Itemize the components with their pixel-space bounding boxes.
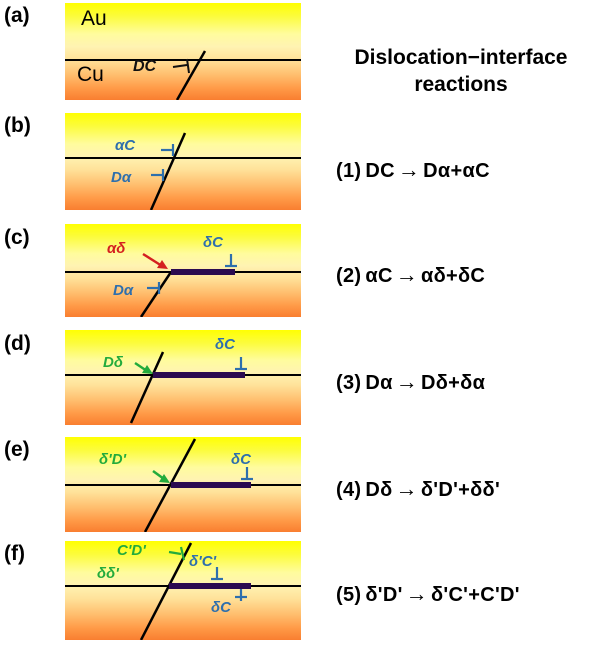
label-delta-c: δC: [231, 451, 251, 468]
dislocation-tick-icon: [235, 589, 247, 601]
dislocation-line: [139, 542, 193, 640]
dislocation-tick-icon: [151, 169, 165, 181]
reaction-number: (4): [336, 479, 362, 501]
label-d-alpha: Dα: [113, 282, 134, 299]
panel-letter-b: (b): [4, 114, 31, 137]
panel-c: αδ δC Dα: [65, 224, 301, 317]
panel-letter-f: (f): [4, 542, 25, 565]
reaction-lhs: αC: [365, 265, 393, 287]
dislocation-tick-icon: [161, 144, 175, 156]
panel-e: δ'D' δC: [65, 437, 301, 532]
dislocation-tick-icon: [235, 357, 247, 371]
reaction-lhs: DC: [365, 160, 395, 182]
figure-title-line1: Dislocation−interface: [354, 46, 568, 69]
panel-letter-c: (c): [4, 226, 30, 249]
reaction-number: (1): [336, 160, 362, 182]
reaction-rhs: δ'C'+C'D': [430, 584, 520, 606]
label-alpha-delta: αδ: [107, 240, 126, 257]
reaction-5: (5)δ'D'→δ'C'+C'D': [336, 581, 520, 607]
reaction-number: (2): [336, 265, 362, 287]
reaction-arrow: →: [405, 581, 428, 606]
label-delta-c: δC: [215, 336, 235, 353]
panel-e-drawing: [65, 438, 301, 532]
reaction-4: (4)Dδ→δ'D'+δδ': [336, 476, 500, 502]
label-delta-c: δC: [203, 234, 223, 251]
label-delta-prime-d-prime: δ'D': [99, 451, 127, 468]
reaction-number: (3): [336, 372, 362, 394]
dislocation-tick-icon: [211, 567, 223, 581]
panel-d-drawing: [65, 351, 301, 424]
dislocation-tick-icon: [147, 282, 161, 294]
panel-d: Dδ δC: [65, 330, 301, 425]
dislocation-line: [175, 50, 207, 100]
reaction-arrow-icon: [134, 361, 153, 374]
reaction-lhs: Dδ: [365, 479, 393, 501]
reaction-number: (5): [336, 584, 362, 606]
panel-b-drawing: [65, 132, 301, 210]
label-d-alpha: Dα: [111, 169, 132, 186]
dislocation-tick-icon: [168, 546, 186, 561]
panel-letter-a: (a): [4, 4, 30, 27]
reaction-arrow-icon: [152, 469, 170, 483]
panel-letter-e: (e): [4, 438, 30, 461]
reaction-lhs: Dα: [365, 372, 393, 394]
label-delta-prime-c-prime: δ'C': [189, 553, 217, 570]
reaction-arrow: →: [395, 262, 418, 287]
panel-f: C'D' δ'C' δδ' δC: [65, 541, 301, 640]
label-delta-c: δC: [211, 599, 231, 616]
dislocation-tick-icon: [241, 467, 253, 481]
panel-c-drawing: [65, 252, 301, 317]
dislocation-line: [143, 438, 197, 532]
label-d-delta: Dδ: [103, 354, 123, 371]
dislocation-tick-icon: [225, 254, 237, 268]
reaction-2: (2)αC→αδ+δC: [336, 262, 485, 288]
label-c-prime-d-prime: C'D': [117, 542, 146, 559]
reaction-rhs: δ'D'+δδ': [420, 479, 501, 501]
dislocation-tick-icon: [172, 58, 190, 74]
label-au: Au: [81, 7, 107, 30]
reaction-arrow: →: [395, 369, 418, 394]
label-alpha-c: αC: [115, 137, 136, 154]
label-dc: DC: [133, 58, 157, 75]
label-delta-delta-prime: δδ': [97, 565, 119, 582]
reaction-rhs: Dα+αC: [423, 160, 490, 182]
figure-title: Dislocation−interface reactions: [306, 44, 616, 98]
dislocation-line: [129, 351, 165, 424]
panel-f-drawing: [65, 542, 301, 640]
dislocation-line: [149, 132, 187, 210]
reaction-arrow: →: [397, 157, 421, 182]
panel-letter-d: (d): [4, 332, 31, 355]
reaction-1: (1)DC→Dα+αC: [336, 157, 490, 183]
reaction-3: (3)Dα→Dδ+δα: [336, 369, 485, 395]
reaction-rhs: Dδ+δα: [421, 372, 486, 394]
reaction-lhs: δ'D': [365, 584, 403, 606]
reaction-rhs: αδ+δC: [421, 265, 486, 287]
panel-a-drawing: [65, 50, 301, 100]
figure-title-line2: reactions: [414, 73, 508, 96]
panel-a: Au Cu DC: [65, 3, 301, 100]
reaction-arrow: →: [395, 476, 418, 501]
reaction-arrow-icon: [142, 252, 168, 269]
dislocation-line: [139, 271, 173, 317]
label-cu: Cu: [77, 63, 104, 86]
panel-b: αC Dα: [65, 113, 301, 210]
